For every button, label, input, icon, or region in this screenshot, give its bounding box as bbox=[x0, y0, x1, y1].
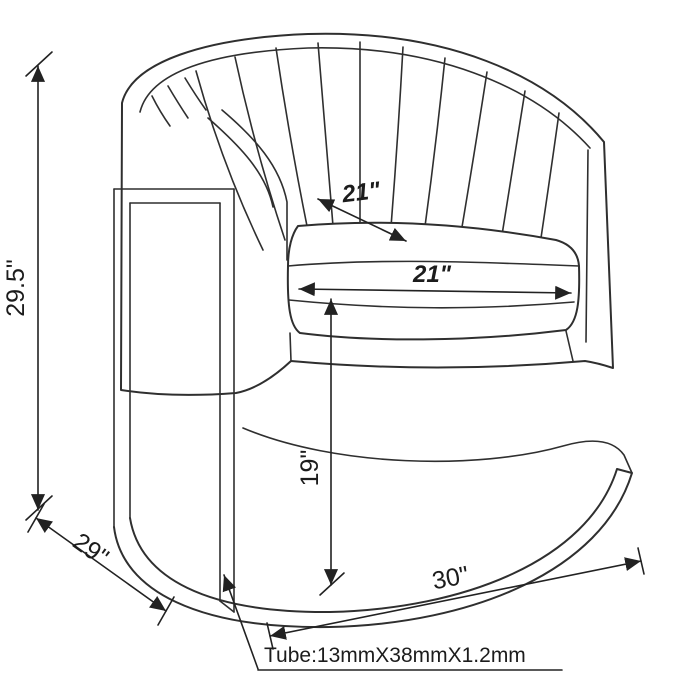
seat-depth-dimension-label: 21" bbox=[340, 177, 383, 209]
tube-spec-label: Tube:13mmX38mmX1.2mm bbox=[264, 644, 526, 667]
overall-depth-dimension-label: 29" bbox=[68, 527, 114, 571]
metal-frame bbox=[113, 188, 235, 613]
height-dimension-label: 29.5" bbox=[2, 259, 30, 317]
right-arm-inner-edge bbox=[585, 149, 589, 343]
height-dimension: 29.5" bbox=[2, 51, 53, 521]
left-arm-front bbox=[207, 109, 288, 261]
platform-left-edge bbox=[289, 332, 292, 362]
front-post-foot bbox=[219, 600, 235, 613]
seat-width-dimension: 21" bbox=[298, 261, 572, 300]
base-far-curve bbox=[242, 427, 633, 474]
tube-spec-leader-line bbox=[222, 574, 259, 670]
platform-right-edge bbox=[565, 330, 574, 362]
left-arm-pleats bbox=[151, 77, 207, 127]
chair-body-outline bbox=[120, 32, 614, 396]
tube-spec-note: Tube:13mmX38mmX1.2mm bbox=[222, 574, 563, 671]
cushion-front-crease bbox=[287, 260, 580, 267]
overall-width-dimension: 30" bbox=[266, 547, 645, 650]
seat-depth-dimension: 21" bbox=[317, 177, 407, 242]
seat-height-dimension-label: 19" bbox=[296, 450, 324, 487]
base-front-band bbox=[113, 468, 633, 629]
seat-width-dimension-label: 21" bbox=[412, 261, 452, 288]
overall-width-dimension-label: 30" bbox=[430, 561, 471, 595]
